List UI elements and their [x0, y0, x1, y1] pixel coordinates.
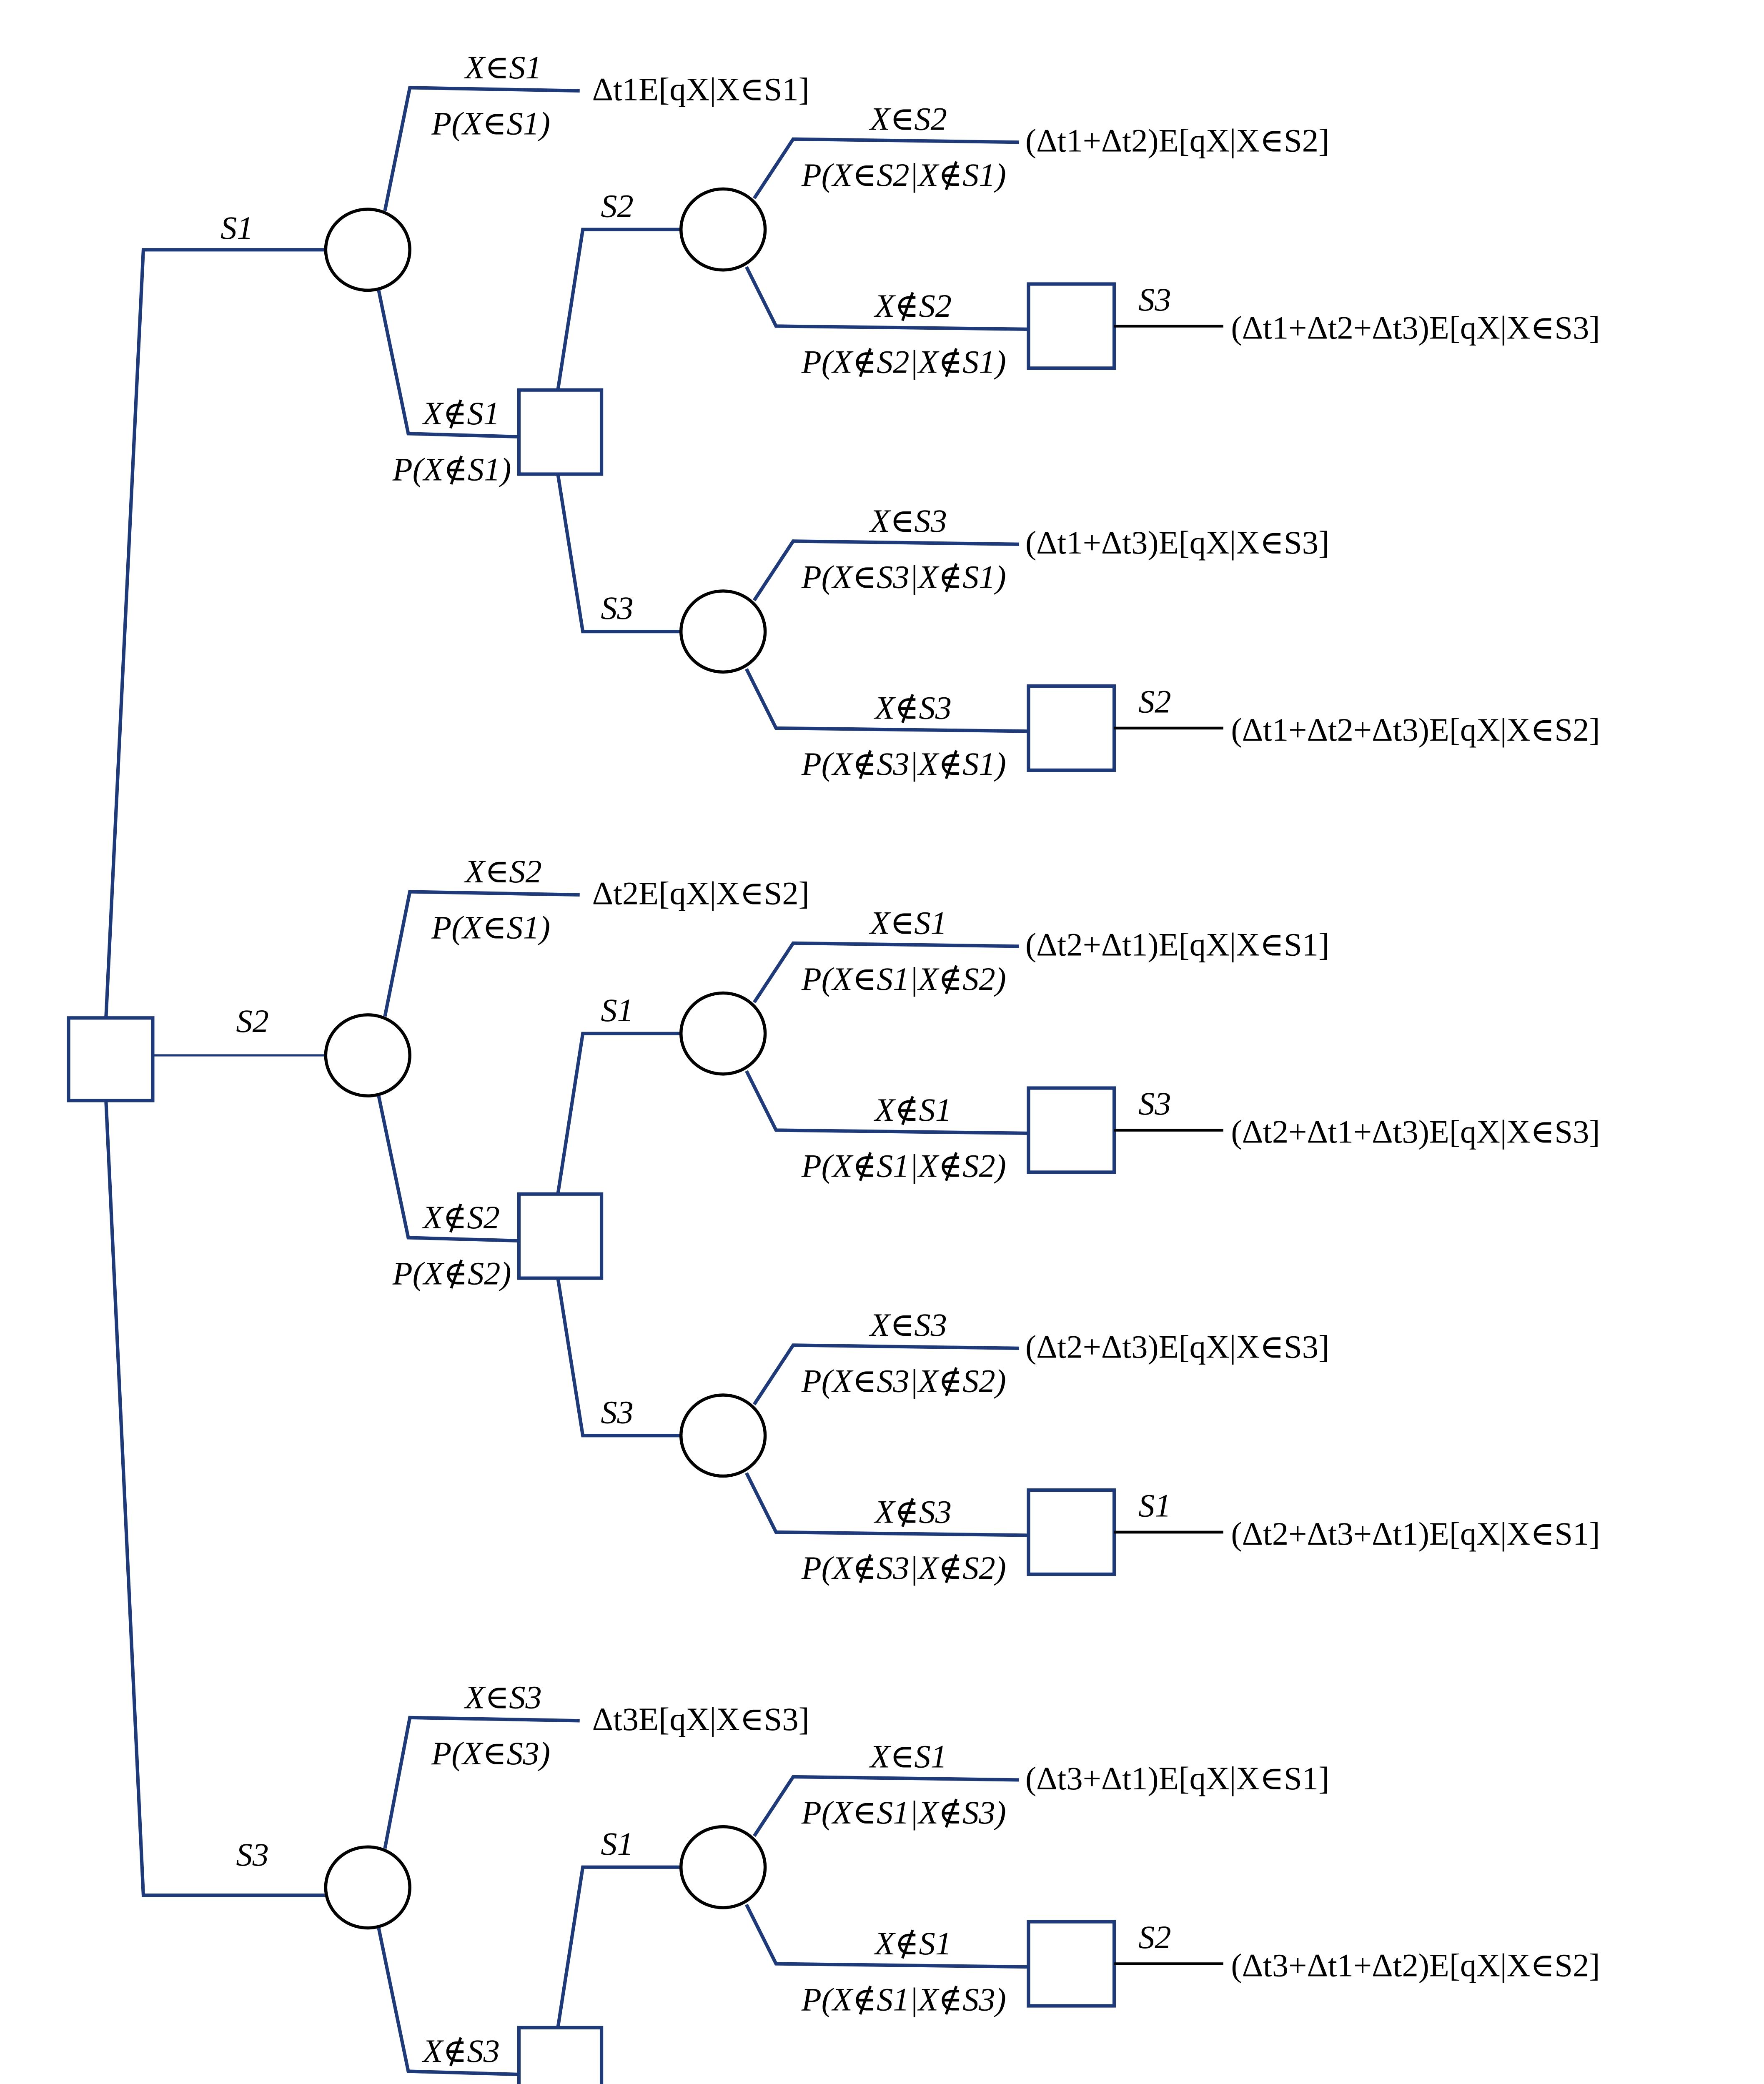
sub-fail-label: X∉S3 [873, 689, 952, 726]
sub-chance-node [679, 187, 767, 272]
sub-decision-node [517, 2026, 604, 2084]
final-branch-label: S1 [1138, 1488, 1171, 1524]
branch-line-0 [104, 248, 326, 1018]
final-decision-node [1027, 282, 1116, 370]
sub-fail-line [745, 668, 1029, 733]
branch-label: S1 [220, 210, 253, 246]
success-branch-line [383, 890, 580, 1017]
final-decision-node [1027, 1920, 1116, 2008]
sub-success-line [753, 539, 1020, 601]
fail-label: X∉S2 [421, 1199, 500, 1235]
fail-probability: P(X∉S2) [392, 1255, 511, 1292]
success-probability: P(X∈S1) [431, 105, 550, 142]
success-branch-line [383, 86, 580, 211]
sub-branch-line [556, 1277, 683, 1438]
final-branch-label: S2 [1138, 1919, 1171, 1955]
sub-branch-label: S1 [601, 1826, 634, 1862]
sub-fail-probability: P(X∉S2|X∉S1) [801, 344, 1006, 380]
sub-decision-node [517, 388, 604, 476]
fail-branch-line [377, 1927, 519, 2076]
fail-label: X∉S1 [421, 395, 500, 431]
branch-label: S3 [236, 1836, 269, 1873]
sub-branch-line [556, 1865, 683, 2028]
branch-label: S2 [236, 1003, 269, 1039]
sub-success-payoff: (Δt1+Δt3)E[qX|X∈S3] [1025, 524, 1329, 561]
sub-success-line [753, 941, 1020, 1004]
final-branch-label: S3 [1138, 1085, 1171, 1122]
sub-branch-label: S1 [601, 992, 634, 1028]
sub-fail-label: X∉S2 [873, 288, 952, 324]
sub-success-label: X∈S1 [869, 1738, 947, 1775]
final-payoff: (Δt3+Δt1+Δt2)E[qX|X∈S2] [1231, 1947, 1600, 1983]
sub-branch-line [556, 1032, 683, 1195]
sub-success-label: X∈S2 [869, 100, 947, 137]
sub-branch-label: S3 [601, 1394, 634, 1430]
sub-fail-probability: P(X∉S1|X∉S2) [801, 1148, 1006, 1184]
final-branch-label: S3 [1138, 281, 1171, 318]
sub-success-probability: P(X∈S1|X∉S2) [801, 961, 1006, 997]
sub-fail-probability: P(X∉S3|X∉S2) [801, 1550, 1006, 1586]
final-payoff: (Δt2+Δt3+Δt1)E[qX|X∈S1] [1231, 1515, 1600, 1552]
final-branch-label: S2 [1138, 684, 1171, 720]
success-label: X∈S2 [464, 853, 542, 889]
sub-decision-node [517, 1192, 604, 1280]
sub-success-payoff: (Δt2+Δt1)E[qX|X∈S1] [1025, 927, 1329, 963]
success-payoff: Δt1E[qX|X∈S1] [592, 71, 809, 107]
sub-branch-label: S2 [601, 188, 634, 224]
sub-fail-line [745, 1904, 1029, 1969]
sub-success-payoff: (Δt3+Δt1)E[qX|X∈S1] [1025, 1760, 1329, 1796]
sub-fail-probability: P(X∉S3|X∉S1) [801, 746, 1006, 782]
sub-fail-line [745, 1472, 1029, 1537]
success-branch-line [383, 1716, 580, 1849]
sub-success-line [753, 1775, 1020, 1837]
sub-fail-line [745, 1070, 1029, 1135]
sub-fail-label: X∉S1 [873, 1925, 952, 1961]
chance-node [324, 1013, 411, 1097]
success-payoff: Δt3E[qX|X∈S3] [592, 1701, 809, 1737]
sub-fail-label: X∉S3 [873, 1494, 952, 1530]
sub-success-probability: P(X∈S3|X∉S2) [801, 1363, 1006, 1399]
sub-fail-probability: P(X∉S1|X∉S3) [801, 1981, 1006, 2018]
sub-branch-line [556, 473, 683, 634]
final-payoff: (Δt1+Δt2+Δt3)E[qX|X∈S2] [1231, 711, 1600, 748]
success-payoff: Δt2E[qX|X∈S2] [592, 875, 809, 911]
sub-chance-node [679, 589, 767, 674]
fail-branch-line [377, 1095, 519, 1243]
chance-node [324, 208, 411, 292]
final-payoff: (Δt1+Δt2+Δt3)E[qX|X∈S3] [1231, 309, 1600, 346]
root-decision-node [67, 1016, 155, 1102]
sub-success-payoff: (Δt2+Δt3)E[qX|X∈S3] [1025, 1328, 1329, 1365]
final-decision-node [1027, 684, 1116, 772]
sub-branch-label: S3 [601, 590, 634, 626]
success-label: X∈S3 [464, 1679, 542, 1715]
final-decision-node [1027, 1488, 1116, 1576]
sub-fail-label: X∉S1 [873, 1092, 952, 1128]
sub-success-label: X∈S3 [869, 503, 947, 539]
final-payoff: (Δt2+Δt1+Δt3)E[qX|X∈S3] [1231, 1113, 1600, 1150]
sub-chance-node [679, 991, 767, 1076]
sub-success-line [753, 137, 1020, 200]
sub-chance-node [679, 1393, 767, 1478]
chance-node [324, 1845, 411, 1930]
sub-chance-node [679, 1825, 767, 1909]
sub-success-probability: P(X∈S2|X∉S1) [801, 157, 1006, 193]
success-probability: P(X∈S1) [431, 909, 550, 946]
final-decision-node [1027, 1086, 1116, 1174]
sub-success-label: X∈S1 [869, 904, 947, 941]
sub-success-line [753, 1343, 1020, 1405]
branch-line-2 [104, 1100, 326, 1897]
sub-success-probability: P(X∈S3|X∉S1) [801, 559, 1006, 595]
sub-fail-line [745, 266, 1029, 331]
fail-branch-line [377, 290, 519, 438]
sub-success-label: X∈S3 [869, 1307, 947, 1343]
sub-branch-line [556, 228, 683, 391]
fail-probability: P(X∉S1) [392, 451, 511, 488]
fail-label: X∉S3 [421, 2033, 500, 2069]
sub-success-probability: P(X∈S1|X∉S3) [801, 1794, 1006, 1831]
sub-success-payoff: (Δt1+Δt2)E[qX|X∈S2] [1025, 123, 1329, 159]
success-label: X∈S1 [464, 49, 542, 85]
success-probability: P(X∈S3) [431, 1735, 550, 1771]
